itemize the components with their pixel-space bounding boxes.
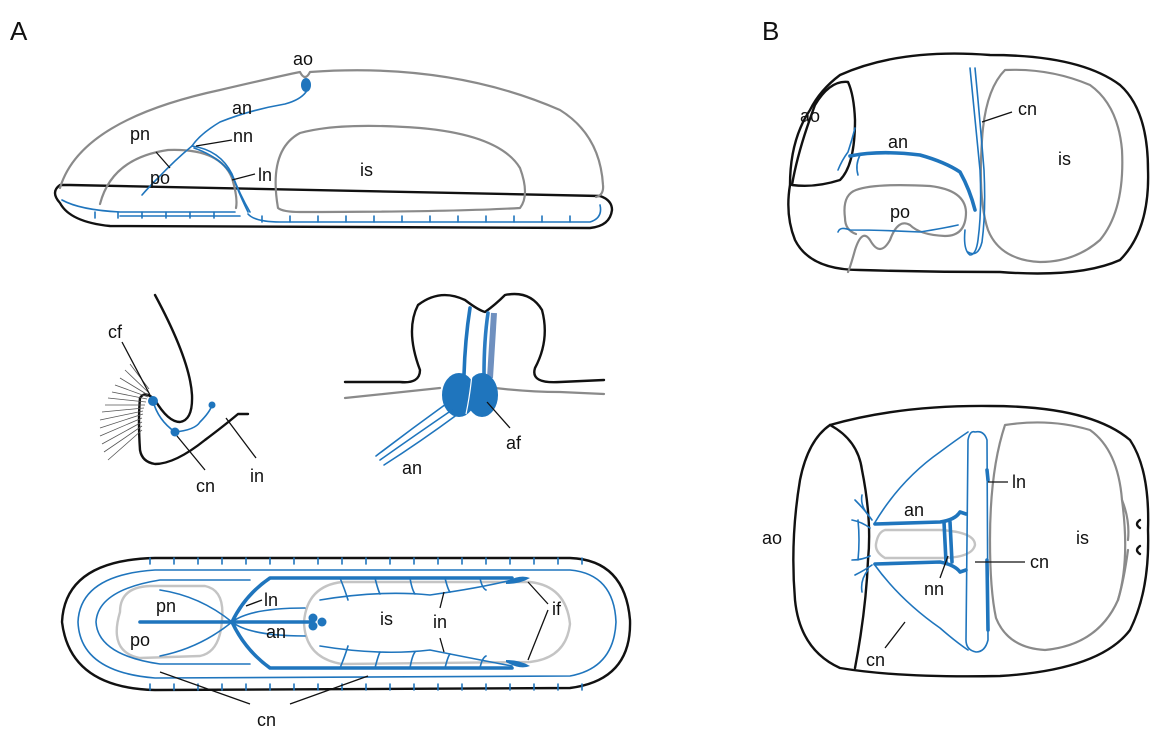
a-bottom-an-blob-2 <box>318 618 327 627</box>
a-mid-right-cell-1 <box>464 308 470 375</box>
b-bottom-label-cn-bottom: cn <box>866 650 885 670</box>
a-mid-left-cn-leader <box>177 436 205 470</box>
a-bottom-label-po: po <box>130 630 150 650</box>
a-top-label-ln: ln <box>258 165 272 185</box>
a-top-label-po: po <box>150 168 170 188</box>
a-mid-left-nerve <box>153 401 212 432</box>
a-bottom-in-leader-1 <box>440 592 444 608</box>
a-bottom-label-an: an <box>266 622 286 642</box>
a-bottom-in-connectors <box>340 578 486 668</box>
b-top-label-po: po <box>890 202 910 222</box>
a-mid-right-cell-3 <box>490 313 494 378</box>
b-bottom-body-outline <box>793 406 1148 676</box>
a-top-is-outline <box>276 126 525 212</box>
b-bottom-cn-ring <box>966 432 988 652</box>
b-bottom-label-ao: ao <box>762 528 782 548</box>
a-top-pn-leader <box>156 152 170 168</box>
a-top-label-an: an <box>232 98 252 118</box>
b-top-label-cn: cn <box>1018 99 1037 119</box>
b-bottom-label-nn: nn <box>924 579 944 599</box>
b-bottom-label-ln: ln <box>1012 472 1026 492</box>
a-bottom-label-pn: pn <box>156 596 176 616</box>
a-top-nn-leader <box>196 140 232 146</box>
b-bottom-cn-bottom-leader <box>885 622 905 648</box>
a-bottom-label-cn: cn <box>257 710 276 730</box>
a-mid-right-an-2 <box>380 410 452 460</box>
a-mid-right-blob-right <box>466 373 498 417</box>
b-top-label-an: an <box>888 132 908 152</box>
a-mid-left-label-in: in <box>250 466 264 486</box>
b-top-po-outline <box>844 185 966 272</box>
a-bottom-label-in: in <box>433 612 447 632</box>
a-mid-right-label-an: an <box>402 458 422 478</box>
b-bottom-label-is: is <box>1076 528 1089 548</box>
b-top-view: ao an cn is po <box>788 54 1148 274</box>
a-bottom-ventral-view: pn po ln an is in if cn <box>62 558 630 730</box>
b-top-label-is: is <box>1058 149 1071 169</box>
a-mid-right-cell-2 <box>484 313 488 375</box>
a-bottom-an-blob-3 <box>309 622 318 631</box>
b-top-cn-nerve-2 <box>968 68 985 254</box>
a-top-label-pn: pn <box>130 124 150 144</box>
b-top-an-nerve <box>850 153 975 210</box>
a-bottom-an-blob-1 <box>309 614 318 623</box>
panel-label-b: B <box>762 16 779 46</box>
a-bottom-label-if: if <box>552 599 562 619</box>
b-top-body-outline <box>788 54 1148 274</box>
b-bottom-is-outline <box>990 422 1125 650</box>
a-top-label-ao: ao <box>293 49 313 69</box>
a-top-apical-nerve-blob <box>301 78 311 92</box>
b-bottom-label-cn-right: cn <box>1030 552 1049 572</box>
a-top-ln-leader <box>232 174 255 180</box>
a-bottom-in-leader-2 <box>440 638 444 652</box>
a-mid-left-in-leader <box>226 418 256 458</box>
a-mid-left-label-cf: cf <box>108 322 123 342</box>
b-top-label-ao: ao <box>800 106 820 126</box>
a-mid-left-cilia-detail: cf cn in <box>100 295 264 496</box>
a-top-label-is: is <box>360 160 373 180</box>
b-bottom-an-fan <box>874 432 968 650</box>
b-bottom-label-an: an <box>904 500 924 520</box>
a-mid-right-label-af: af <box>506 433 522 453</box>
a-top-peripheral-line-2 <box>248 205 601 222</box>
a-mid-right-apical-detail: an af <box>345 294 604 478</box>
a-bottom-label-is: is <box>380 609 393 629</box>
a-top-lateral-view: ao an pn nn po ln is <box>55 49 612 228</box>
a-bottom-label-ln: ln <box>264 590 278 610</box>
a-top-lateral-nerve-2 <box>194 148 248 212</box>
panel-label-a: A <box>10 16 28 46</box>
b-top-cn-leader <box>982 112 1012 122</box>
a-top-lateral-nerve <box>192 146 250 212</box>
a-bottom-ln-leader <box>246 600 262 606</box>
b-bottom-nn-leader <box>940 556 948 578</box>
b-bottom-right-notch <box>1137 520 1140 554</box>
a-mid-left-stalk <box>139 295 248 464</box>
b-top-is-outline <box>981 70 1122 262</box>
a-mid-right-af-leader <box>487 402 510 428</box>
a-bottom-if-leader-2 <box>528 610 548 660</box>
b-bottom-ao-lobe <box>830 425 869 668</box>
a-mid-left-label-cn: cn <box>196 476 215 496</box>
a-mid-right-epidermis <box>345 294 604 382</box>
b-bottom-view: ao an ln is cn nn cn <box>762 406 1148 676</box>
b-top-ao-lobe <box>792 82 855 186</box>
a-top-peripheral-ticks <box>95 212 570 222</box>
a-top-peripheral-line-1 <box>62 200 235 212</box>
a-mid-left-cf-leader <box>122 342 150 395</box>
b-bottom-po-outline <box>876 530 975 558</box>
a-top-label-nn: nn <box>233 126 253 146</box>
